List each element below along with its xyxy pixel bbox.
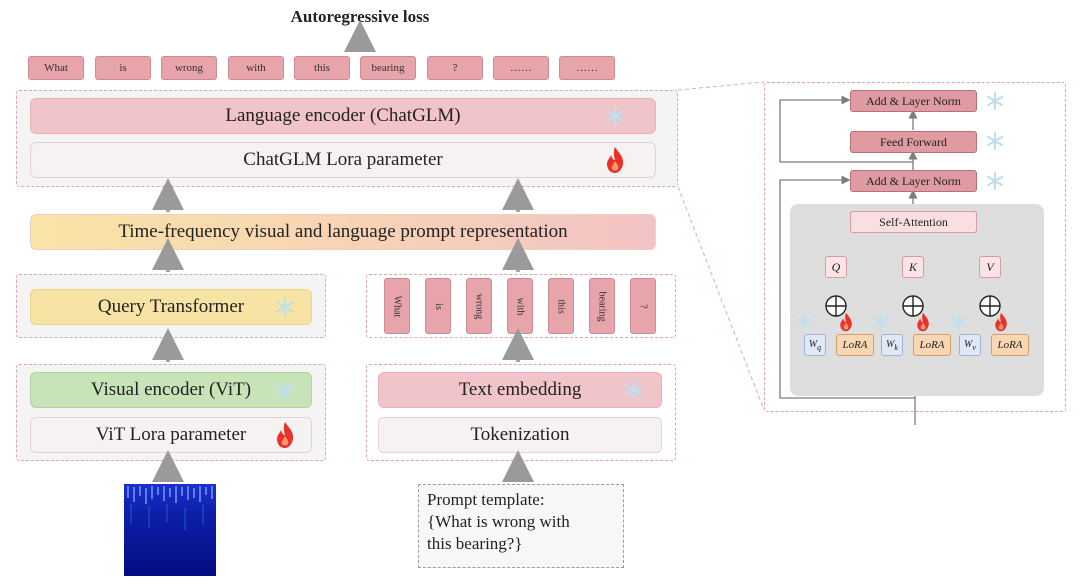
lora-q-box: LoRA bbox=[836, 334, 874, 356]
snowflake-icon bbox=[951, 313, 967, 331]
snowflake-icon bbox=[873, 313, 889, 331]
add-k-icon bbox=[902, 295, 924, 317]
prompt-template-line: {What is wrong with bbox=[427, 512, 570, 531]
flame-icon bbox=[995, 312, 1007, 332]
tokenization-block: Tokenization bbox=[378, 417, 662, 453]
wk-label: Wk bbox=[886, 338, 898, 352]
autoregressive-loss-label: Autoregressive loss bbox=[290, 7, 430, 26]
add-q-icon bbox=[825, 295, 847, 317]
flame-icon bbox=[607, 147, 624, 173]
snowflake-icon bbox=[986, 131, 1004, 151]
wv-label: Wv bbox=[964, 338, 976, 352]
output-token: with bbox=[228, 56, 284, 80]
add-layer-norm-bottom-label: Add & Layer Norm bbox=[866, 173, 961, 188]
language-encoder-block: Language encoder (ChatGLM) bbox=[30, 98, 656, 134]
output-token: …… bbox=[559, 56, 615, 80]
prompt-template-box: Prompt template: {What is wrong with thi… bbox=[418, 484, 624, 568]
key-k-box: K bbox=[902, 256, 924, 278]
lora-k-box: LoRA bbox=[913, 334, 951, 356]
add-v-icon bbox=[979, 295, 1001, 317]
flame-icon bbox=[277, 422, 294, 448]
snowflake-icon bbox=[796, 313, 812, 331]
lora-q-label: LoRA bbox=[842, 339, 868, 351]
spectrogram-image bbox=[124, 484, 216, 576]
output-token: What bbox=[28, 56, 84, 80]
snowflake-icon bbox=[606, 105, 624, 127]
wv-box: Wv bbox=[959, 334, 981, 356]
text-embedding-block: Text embedding bbox=[378, 372, 662, 408]
lora-v-label: LoRA bbox=[997, 339, 1023, 351]
chatglm-lora-block: ChatGLM Lora parameter bbox=[30, 142, 656, 178]
query-q-box: Q bbox=[825, 256, 847, 278]
output-token: this bbox=[294, 56, 350, 80]
prompt-template-line: this bearing?} bbox=[427, 534, 523, 553]
v-label: V bbox=[986, 259, 994, 274]
snowflake-icon bbox=[276, 379, 294, 401]
wk-box: Wk bbox=[881, 334, 903, 356]
snowflake-icon bbox=[986, 91, 1004, 111]
output-token: ? bbox=[427, 56, 483, 80]
input-token: bearing bbox=[589, 278, 615, 334]
query-transformer-label: Query Transformer bbox=[97, 296, 245, 317]
tokenization-label: Tokenization bbox=[470, 424, 570, 445]
lora-v-box: LoRA bbox=[991, 334, 1029, 356]
input-token: with bbox=[507, 278, 533, 334]
chatglm-lora-label: ChatGLM Lora parameter bbox=[243, 149, 443, 170]
prompt-representation-label: Time-frequency visual and language promp… bbox=[118, 221, 568, 242]
snowflake-icon bbox=[276, 296, 294, 318]
visual-encoder-label: Visual encoder (ViT) bbox=[90, 379, 252, 400]
snowflake-icon bbox=[986, 171, 1004, 191]
feed-forward-label: Feed Forward bbox=[880, 134, 947, 149]
input-token: this bbox=[548, 278, 574, 334]
feed-forward-block: Feed Forward bbox=[850, 131, 977, 153]
flame-icon bbox=[917, 312, 929, 332]
prompt-representation-block: Time-frequency visual and language promp… bbox=[30, 214, 656, 250]
self-attention-label: Self-Attention bbox=[879, 214, 948, 229]
input-token: What bbox=[384, 278, 410, 334]
vit-lora-label: ViT Lora parameter bbox=[95, 424, 247, 445]
visual-encoder-block: Visual encoder (ViT) bbox=[30, 372, 312, 408]
input-token: is bbox=[425, 278, 451, 334]
q-label: Q bbox=[831, 259, 841, 274]
query-transformer-block: Query Transformer bbox=[30, 289, 312, 325]
output-token: is bbox=[95, 56, 151, 80]
wq-label: Wq bbox=[808, 338, 822, 352]
add-layer-norm-top: Add & Layer Norm bbox=[850, 90, 977, 112]
output-token: bearing bbox=[360, 56, 416, 80]
add-layer-norm-top-label: Add & Layer Norm bbox=[866, 93, 961, 108]
value-v-box: V bbox=[979, 256, 1001, 278]
lora-k-label: LoRA bbox=[919, 339, 945, 351]
text-embedding-label: Text embedding bbox=[458, 379, 582, 400]
input-token: ? bbox=[630, 278, 656, 334]
flame-icon bbox=[840, 312, 852, 332]
self-attention-block: Self-Attention bbox=[850, 211, 977, 233]
add-layer-norm-bottom: Add & Layer Norm bbox=[850, 170, 977, 192]
prompt-template-line: Prompt template: bbox=[427, 490, 545, 509]
input-token: wrong bbox=[466, 278, 492, 334]
wq-box: Wq bbox=[804, 334, 826, 356]
output-token: wrong bbox=[161, 56, 217, 80]
snowflake-icon bbox=[625, 379, 643, 401]
transformer-zoom-panel bbox=[764, 82, 1066, 412]
output-token: …… bbox=[493, 56, 549, 80]
language-encoder-label: Language encoder (ChatGLM) bbox=[225, 105, 461, 126]
k-label: K bbox=[908, 259, 917, 274]
